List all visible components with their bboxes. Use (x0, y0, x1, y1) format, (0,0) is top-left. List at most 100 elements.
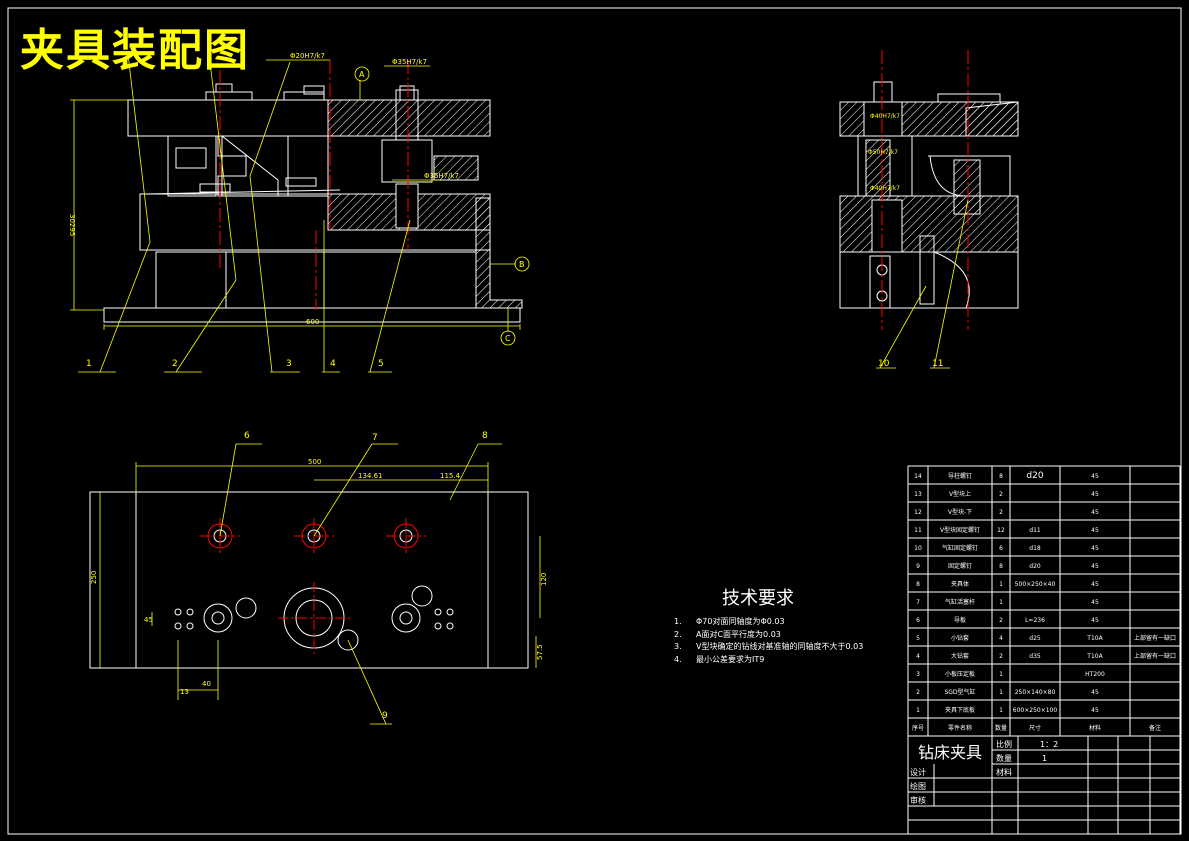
dim-top-height: 250 (90, 571, 98, 584)
table-cell-name: V型块-下 (948, 508, 972, 516)
table-cell-size: d35 (1029, 653, 1041, 660)
table-header-name: 零件名称 (948, 724, 972, 732)
table-cell-no: 13 (914, 491, 922, 498)
table-cell-name: 导柱螺钉 (948, 472, 972, 480)
top-view (89, 491, 529, 669)
callout-8: 8 (482, 431, 488, 441)
callout-4: 4 (330, 359, 336, 369)
table-cell-qty: 2 (999, 653, 1003, 660)
dim-top-right-h: 120 (540, 573, 548, 586)
table-header-qty: 数量 (995, 724, 1007, 732)
table-cell-material: HT200 (1085, 671, 1105, 678)
callout-2: 2 (172, 359, 178, 369)
title-block-qty-label: 数量 (996, 753, 1012, 763)
table-cell-note: 上部留有一缺口 (1134, 652, 1176, 660)
side-leaders (876, 199, 969, 369)
datum-markers (354, 66, 530, 346)
callout-7: 7 (372, 433, 378, 443)
front-dim-text: A B C 600 30295 Φ20H7/k7 Φ35H7/k7 Φ35H7/… (68, 52, 525, 369)
tech-item: 2.A面对C面平行度为0.03 (674, 629, 781, 639)
table-cell-qty: 2 (999, 509, 1003, 516)
tech-item: 4.最小公差要求为IT9 (674, 654, 765, 664)
table-cell-name: V型块固定螺钉 (940, 526, 980, 534)
table-cell-size: 250×140×80 (1015, 689, 1056, 696)
table-cell-size: d11 (1029, 527, 1041, 534)
table-cell-name: SGD型气缸 (944, 688, 975, 696)
callout-9: 9 (382, 711, 388, 721)
table-cell-qty: 6 (999, 545, 1003, 552)
table-cell-material: 45 (1091, 545, 1099, 552)
callout-10: 10 (878, 359, 890, 369)
callout-11: 11 (932, 359, 943, 369)
table-cell-name: 夹具下底板 (945, 706, 975, 714)
datum-a-label: A (359, 70, 365, 79)
table-cell-material: 45 (1091, 599, 1099, 606)
table-cell-name: 小板压定板 (945, 670, 975, 678)
table-cell-no: 7 (916, 599, 920, 606)
table-cell-name: 固定螺钉 (948, 562, 972, 570)
table-cell-size: d20 (1029, 563, 1041, 570)
title-block-scale-value: 1：2 (1040, 740, 1058, 749)
table-cell-no: 12 (914, 509, 922, 516)
dim-top-width: 500 (308, 458, 321, 466)
tech-item: 1.Φ70对面同轴度为Φ0.03 (674, 617, 785, 626)
table-cell-name: V型块上 (949, 490, 971, 498)
table-cell-material: 45 (1091, 509, 1099, 516)
side-fit-1: Φ40H7/k7 (870, 113, 900, 120)
table-cell-name: 气缸固定螺钉 (942, 544, 978, 552)
dim-fit-2: Φ35H7/k7 (392, 58, 427, 66)
dim-front-width: 600 (306, 318, 319, 326)
table-cell-no: 8 (916, 581, 920, 588)
table-cell-material: 45 (1091, 581, 1099, 588)
table-cell-qty: 1 (999, 599, 1003, 606)
table-cell-name: 大钻套 (951, 652, 969, 660)
table-cell-no: 3 (916, 671, 920, 678)
table-cell-note: 上部留有一缺口 (1134, 634, 1176, 642)
table-header-no: 序号 (912, 724, 924, 732)
tech-requirements-list: 1.Φ70对面同轴度为Φ0.03 2.A面对C面平行度为0.03 3.V型块确定… (674, 616, 863, 666)
title-block-draw: 绘图 (910, 781, 926, 791)
table-cell-size: L=236 (1025, 617, 1045, 624)
table-cell-name: 夹具体 (951, 580, 969, 588)
dim-top-bottom-2: 40 (202, 680, 211, 688)
table-cell-no: 10 (914, 545, 922, 552)
top-dimensions (99, 443, 541, 725)
dim-front-height: 30295 (68, 214, 76, 236)
table-cell-material: 45 (1091, 527, 1099, 534)
table-cell-no: 6 (916, 617, 920, 624)
title-block-review: 审核 (910, 795, 926, 805)
side-view (839, 81, 1019, 309)
table-cell-size: d25 (1029, 635, 1041, 642)
table-cell-qty: 12 (997, 527, 1005, 534)
table-cell-material: 45 (1091, 689, 1099, 696)
title-block-qty-value: 1 (1042, 754, 1047, 763)
side-fit-3: Φ40H7/k7 (870, 185, 900, 192)
tech-requirements-heading: 技术要求 (722, 588, 794, 609)
drawing-title: 夹具装配图 (20, 25, 250, 76)
table-cell-qty: 8 (999, 563, 1003, 570)
table-cell-no: 14 (914, 473, 922, 480)
datum-c-label: C (505, 334, 511, 343)
tech-item: 3.V型块确定的钻线对基准轴的同轴度不大于0.03 (674, 642, 864, 651)
table-cell-material: 45 (1091, 473, 1099, 480)
title-block-scale-label: 比例 (996, 739, 1012, 749)
title-block-design: 设计 (910, 767, 926, 777)
front-dimensions (70, 53, 521, 373)
front-view (103, 83, 523, 323)
table-cell-name: 导板 (954, 616, 966, 624)
side-fit-2: Φ50H7/k7 (868, 149, 898, 156)
table-cell-material: 45 (1091, 563, 1099, 570)
side-dim-text: Φ40H7/k7 Φ50H7/k7 Φ40H7/k7 10 11 (868, 113, 943, 369)
top-centerlines (200, 518, 426, 654)
table-cell-qty: 1 (999, 707, 1003, 714)
table-cell-qty: 8 (999, 473, 1003, 480)
table-cell-material: 45 (1091, 617, 1099, 624)
table-cell-material: 45 (1091, 491, 1099, 498)
table-cell-qty: 1 (999, 671, 1003, 678)
table-cell-no: 2 (916, 689, 920, 696)
table-cell-qty: 2 (999, 491, 1003, 498)
table-cell-no: 1 (916, 707, 920, 714)
